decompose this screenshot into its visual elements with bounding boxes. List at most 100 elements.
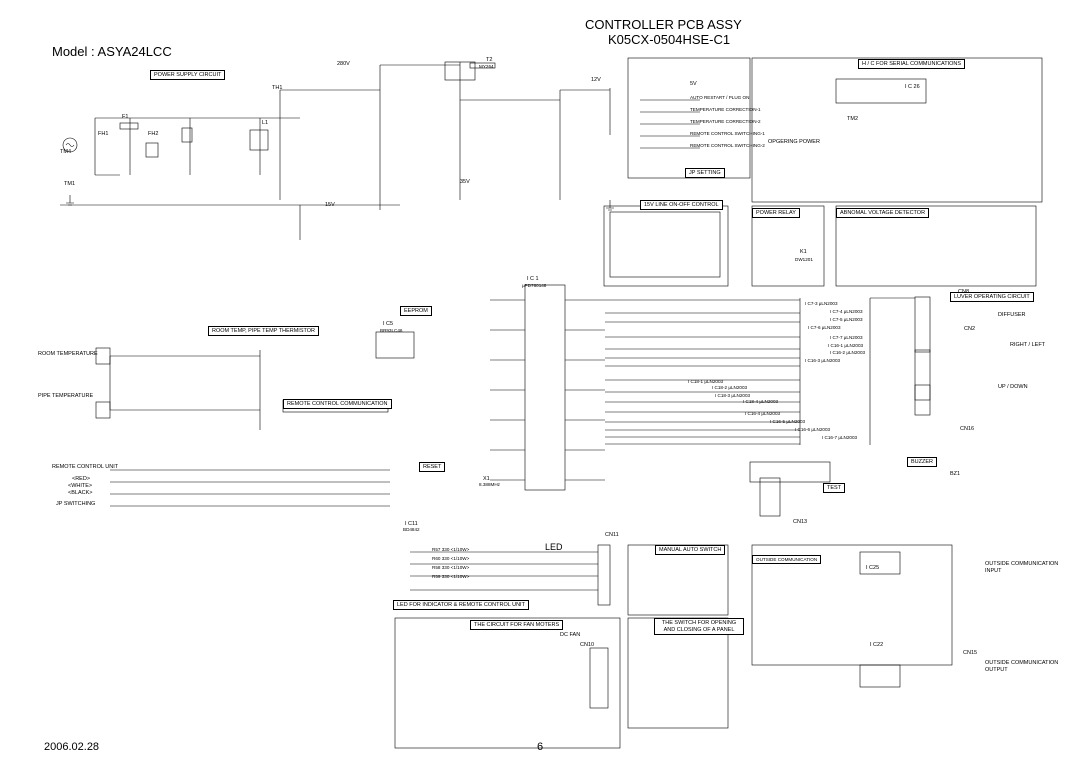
white-wire-label: <WHITE> [68,483,93,489]
pipe-temperature-label: PIPE TEMPERATURE [38,393,94,399]
k1-part: DW1201 [795,257,813,262]
driver-ic16-1: I C16-1 μLN2003 [828,343,864,348]
cn8-label: CN8 [958,289,970,295]
x1-freq: 8.388MHz [479,482,500,487]
tm4-label: TM4 [60,149,71,155]
buzzer-label: BUZZER [907,457,937,468]
driver-ic18-2: I C18-2 μLN2003 [712,385,748,390]
ic11-part: BD4842 [403,527,420,532]
manual-auto-label: MANUAL AUTO SWITCH [655,545,726,556]
fh1-label: FH1 [98,131,109,137]
th1-label: TH1 [272,85,283,91]
power-supply-label: POWER SUPPLY CIRCUIT [150,70,226,81]
ic1-part: μPD780148 [522,283,547,288]
jp-switching-label: JP SWITCHING [56,501,96,507]
driver-ic16-5: I C16-5 μLN2003 [770,419,806,424]
ic5-part: BR93LC46 [380,328,403,333]
cn13-label: CN13 [793,519,808,525]
k1-label: K1 [800,249,807,255]
driver-ic18-3: I C18-3 μLN2003 [715,393,751,398]
room-temperature-label: ROOM TEMPERATURE [38,351,98,357]
led-resistor-r60: R60 330 <1/10W> [432,556,470,561]
serial-comm-label: H / C FOR SERIAL COMMUNICATIONS [858,59,966,70]
driver-ic16-2: I C16-2 μLN2003 [830,350,866,355]
cn11-label: CN11 [605,532,619,538]
louver-label: LUVER OPERATING CIRCUIT [950,292,1034,303]
driver-ic7-3: I C7-3 μLN2003 [805,301,838,306]
led-resistor-r57: R57 330 <1/10W> [432,547,470,552]
model-label: Model : ASYA24LCC [52,44,172,59]
thermistor-label: ROOM TEMP, PIPE TEMP THERMISTOR [208,326,319,337]
led-circuit-label: LED FOR INDICATOR & REMOTE CONTROL UNIT [393,600,529,611]
voltage-12v: 12V [591,77,601,83]
cn10-label: CN10 [580,642,595,648]
right-left-label: RIGHT / LEFT [1010,342,1046,348]
driver-ic16-3: I C16-3 μLN2003 [805,358,841,363]
ic26-label: I C 26 [905,84,920,90]
jp-line-5: REMOTE CONTROL SWITCHING-2 [690,143,765,148]
panel-switch-label: THE SWITCH FOR OPENING AND CLOSING OF A … [654,618,744,636]
driver-ic16-4: I C16-4 μLN2003 [745,411,781,416]
line-onoff-label: 15V LINE ON-OFF CONTROL [640,200,723,211]
driver-ic18-4: I C18-4 μLN2003 [743,399,779,404]
opgering-power-label: OPGERING POWER [768,139,820,145]
red-wire-label: <RED> [72,476,91,482]
voltage-15v: 15V [325,202,335,208]
driver-ic16-6: I C16-6 μLN2003 [795,427,831,432]
power-relay-label: POWER RELAY [752,208,800,219]
t2-label: T2 [486,57,493,63]
driver-ic7-4: I C7-4 μLN2003 [830,309,863,314]
driver-ic7-7: I C7-7 μLN2003 [830,335,863,340]
ic22-label: I C22 [870,642,884,648]
driver-ic7-6: I C7-6 μLN2003 [808,325,841,330]
t2-part: MY264 [479,64,494,69]
jp-line-2: TEMPERATURE CORRECTION-1 [690,107,761,112]
voltage-5v: 5V [690,81,697,87]
driver-ic16-7: I C16-7 μLN2003 [822,435,858,440]
l1-label: L1 [262,120,269,126]
cn16-label: CN16 [960,426,975,432]
led-resistor-r58: R58 330 <1/10W> [432,565,470,570]
jp-line-1: AUTO RESTART / PLUG ON [690,95,750,100]
voltage-280v: 280V [337,61,350,67]
ic1-label: I C 1 [527,276,539,282]
abnormal-voltage-label: ABNOMAL VOLTAGE DETECTOR [836,208,930,219]
jp-line-3: TEMPERATURE CORRECTION-2 [690,119,761,124]
black-wire-label: <BLACK> [68,490,93,496]
diffuser-label: DIFFUSER [998,312,1026,318]
f1-label: F1 [122,114,129,120]
jp-setting-label: JP SETTING [685,168,725,179]
ic11-label: I C11 [405,521,418,527]
dc-fan-label: DC FAN [560,632,581,638]
outside-comm-output-label: OUTSIDE COMMUNICATION OUTPUT [985,660,1059,674]
eeprom-label: EEPROM [400,306,432,317]
outside-comm-label: OUTSIDE COMMUNICATION [752,555,822,565]
up-down-label: UP / DOWN [998,384,1028,390]
footer-date: 2006.02.28 [44,741,100,753]
fh2-label: FH2 [148,131,159,137]
footer-page-number: 6 [537,741,544,753]
test-label: TEST [823,483,846,494]
page-title-line2: K05CX-0504HSE-C1 [608,32,731,47]
driver-ic18-1: I C18-1 μLN2003 [688,379,724,384]
bz1-label: BZ1 [950,471,961,477]
outside-comm-input-label: OUTSIDE COMMUNICATION INPUT [985,561,1059,575]
led-resistor-r59: R59 330 <1/10W> [432,574,470,579]
driver-ic7-5: I C7-5 μLN2003 [830,317,863,322]
remote-comm-label: REMOTE CONTROL COMMUNICATION [283,399,392,410]
fan-motor-label: THE CIRCUIT FOR FAN MOTERS [470,620,564,631]
cn2-label: CN2 [964,326,976,332]
x1-label: X1 [483,476,490,482]
ic25-label: I C25 [866,565,880,571]
led-label: LED [545,542,563,552]
tm1-label: TM1 [64,181,75,187]
reset-label: RESET [419,462,446,473]
jp-line-4: REMOTE CONTROL SWITCHING-1 [690,131,765,136]
ic5-label: I C5 [383,321,394,327]
remote-control-unit-label: REMOTE CONTROL UNIT [52,464,119,470]
tm2-label: TM2 [847,116,858,122]
page-title-line1: CONTROLLER PCB ASSY [585,17,742,32]
voltage-35v: 35V [460,179,470,185]
cn15-label: CN15 [963,650,978,656]
